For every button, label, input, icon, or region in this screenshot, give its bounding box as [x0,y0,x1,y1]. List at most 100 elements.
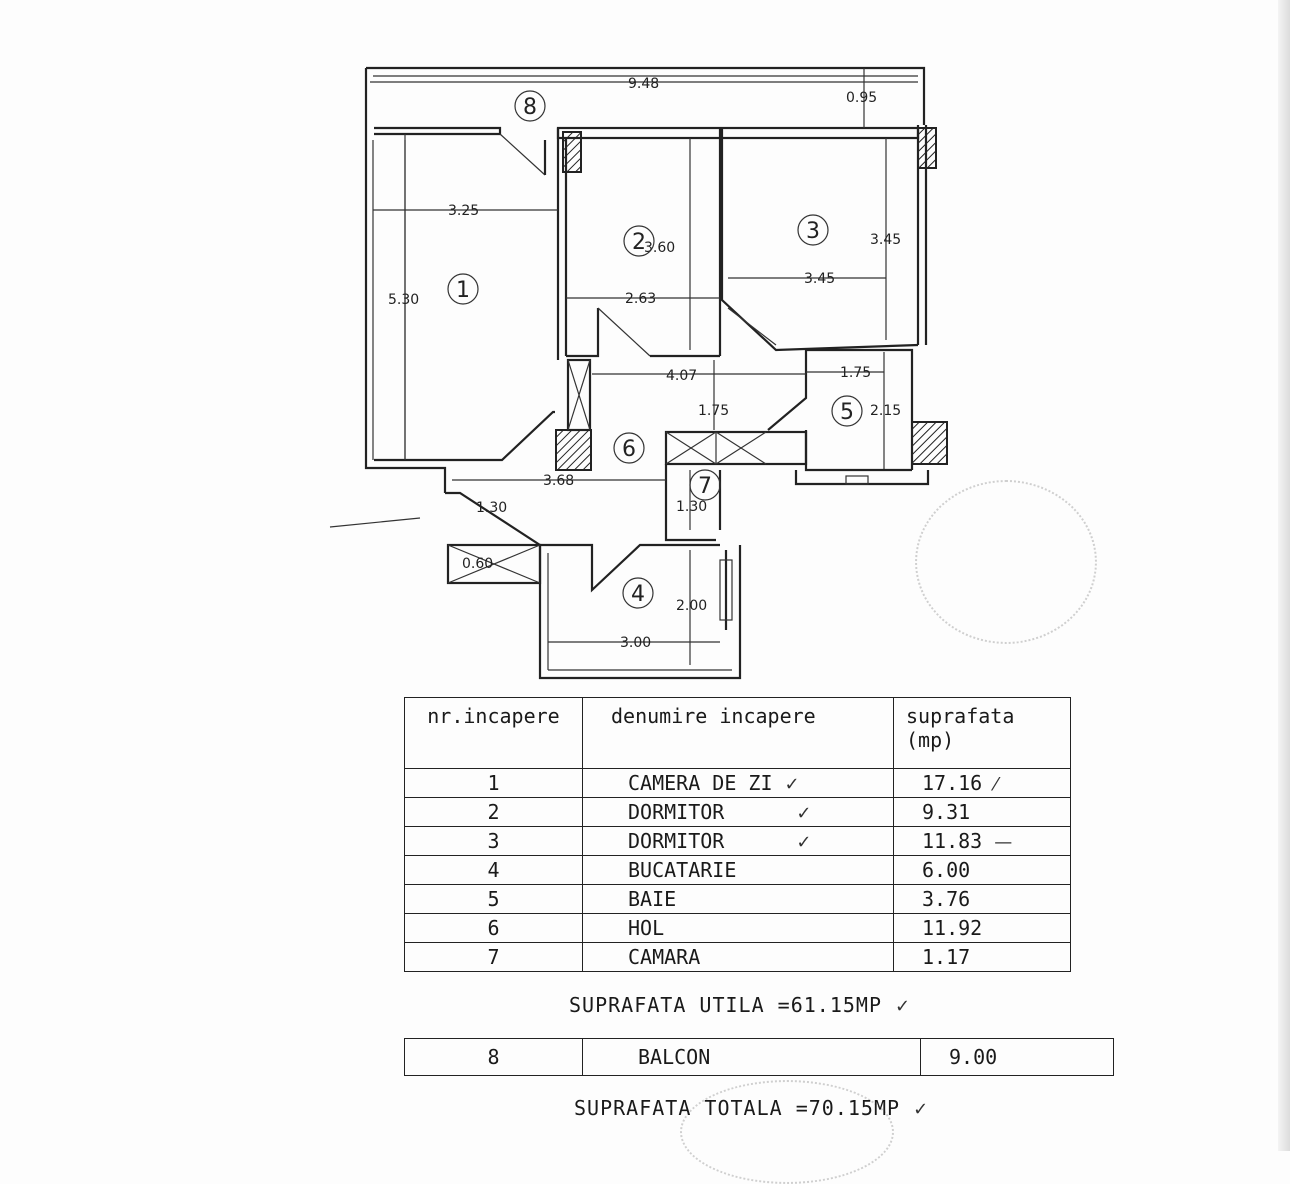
hall-shafts [664,430,808,466]
dimension-lines [329,68,918,665]
room-number-markers: 1 2 3 4 5 6 7 8 [447,90,863,609]
row-area-text: 17.16 [922,771,983,795]
suprafata-totala-text: SUPRAFATA TOTALA =70.15MP [574,1096,901,1120]
row-nr: 5 [404,884,583,914]
row-name: HOL [582,913,894,943]
header-area: suprafata (mp) [893,697,1071,769]
dim-label: 3.60 [644,240,675,256]
table-row: 4 BUCATARIE 6.00 [404,855,1071,885]
official-stamp [915,480,1097,644]
page-edge [1278,0,1290,1151]
room-1-walls [364,126,555,493]
row-name: DORMITOR ✓ [582,826,894,856]
suprafata-utila-text: SUPRAFATA UTILA =61.15MP [569,993,882,1017]
column-hatch [562,131,582,173]
balcony-table-wrap: 8 BALCON 9.00 [404,1038,1114,1076]
row-name: BALCON [582,1038,921,1076]
suprafata-totala: SUPRAFATA TOTALA =70.15MP ✓ [574,1096,929,1120]
row-area: 9.00 [920,1038,1114,1076]
row-name-text: DORMITOR [628,800,725,824]
rooms-table: nr.incapere denumire incapere suprafata … [404,697,1071,972]
floor-plan: 9.48 0.95 3.25 3.60 3.45 3.45 5.30 2.63 … [329,66,948,680]
room-number: 4 [631,582,645,607]
row-area: 17.16 ⁄ [893,768,1071,798]
tick-mark-icon: ⁄ [994,774,998,795]
header-name: denumire incapere [582,697,894,769]
table-row: 7 CAMARA 1.17 [404,942,1071,972]
table-row: 5 BAIE 3.76 [404,884,1071,914]
row-area: 3.76 [893,884,1071,914]
table-row: 1 CAMERA DE ZI ✓ 17.16 ⁄ [404,768,1071,798]
shaft [566,358,592,432]
small-shaft [446,543,542,585]
dim-label: 0.60 [462,556,493,572]
suprafata-utila: SUPRAFATA UTILA =61.15MP ✓ [569,993,911,1017]
header-nr: nr.incapere [404,697,583,769]
row-name-text: CAMERA DE ZI [628,771,773,795]
row-name: CAMARA [582,942,894,972]
dim-label: 3.68 [543,473,574,489]
rooms-table-wrap: nr.incapere denumire incapere suprafata … [404,697,1071,972]
tick-mark-icon: — [994,832,1013,853]
dim-label: 5.30 [388,292,419,308]
row-name: CAMERA DE ZI ✓ [582,768,894,798]
dim-label: 1.75 [698,403,729,419]
row-name-text: DORMITOR [628,829,725,853]
check-mark-icon: ✓ [895,996,912,1017]
row-area: 6.00 [893,855,1071,885]
dim-label: 3.45 [804,271,835,287]
dim-label: 3.25 [448,203,479,219]
check-mark-icon: ✓ [784,774,800,795]
room-4-walls [445,491,742,680]
row-area: 11.92 [893,913,1071,943]
table-row: 8 BALCON 9.00 [404,1038,1114,1076]
table-header-row: nr.incapere denumire incapere suprafata … [404,697,1071,769]
dim-label: 1.30 [476,500,507,516]
dimension-labels: 9.48 0.95 3.25 3.60 3.45 3.45 5.30 2.63 … [388,76,901,651]
room-2-walls [556,126,722,360]
row-area: 9.31 [893,797,1071,827]
check-mark-icon: ✓ [913,1099,930,1120]
table-row: 2 DORMITOR ✓ 9.31 [404,797,1071,827]
dim-label: 4.07 [666,368,697,384]
row-area: 11.83 — [893,826,1071,856]
row-nr: 3 [404,826,583,856]
row-nr: 6 [404,913,583,943]
row-name: BAIE [582,884,894,914]
table-row: 6 HOL 11.92 [404,913,1071,943]
row-name: BUCATARIE [582,855,894,885]
dim-label: 2.15 [870,403,901,419]
row-area: 1.17 [893,942,1071,972]
room-number: 1 [456,278,470,303]
dim-label: 1.30 [676,499,707,515]
column-hatch [555,429,592,471]
room-number: 5 [840,400,854,425]
room-number: 2 [632,230,646,255]
row-nr: 1 [404,768,583,798]
balcony-table: 8 BALCON 9.00 [404,1038,1114,1076]
row-nr: 2 [404,797,583,827]
dim-label: 2.00 [676,598,707,614]
column-hatch [911,421,948,465]
row-name: DORMITOR ✓ [582,797,894,827]
dim-label: 3.00 [620,635,651,651]
row-area-text: 11.83 [922,829,983,853]
dim-label: 1.75 [840,365,871,381]
dim-label: 9.48 [628,76,659,92]
row-nr: 8 [404,1038,583,1076]
table-row: 3 DORMITOR ✓ 11.83 — [404,826,1071,856]
balcony-outline [364,66,926,128]
room-number: 7 [698,474,712,499]
dim-label: 2.63 [625,291,656,307]
row-nr: 4 [404,855,583,885]
column-hatch [917,127,937,169]
check-mark-icon: ✓ [796,832,812,853]
room-number: 8 [523,95,537,120]
row-nr: 7 [404,942,583,972]
room-number: 6 [622,437,636,462]
room-7-walls [664,464,722,542]
dim-label: 0.95 [846,90,877,106]
check-mark-icon: ✓ [796,803,812,824]
dim-label: 3.45 [870,232,901,248]
room-number: 3 [806,219,820,244]
